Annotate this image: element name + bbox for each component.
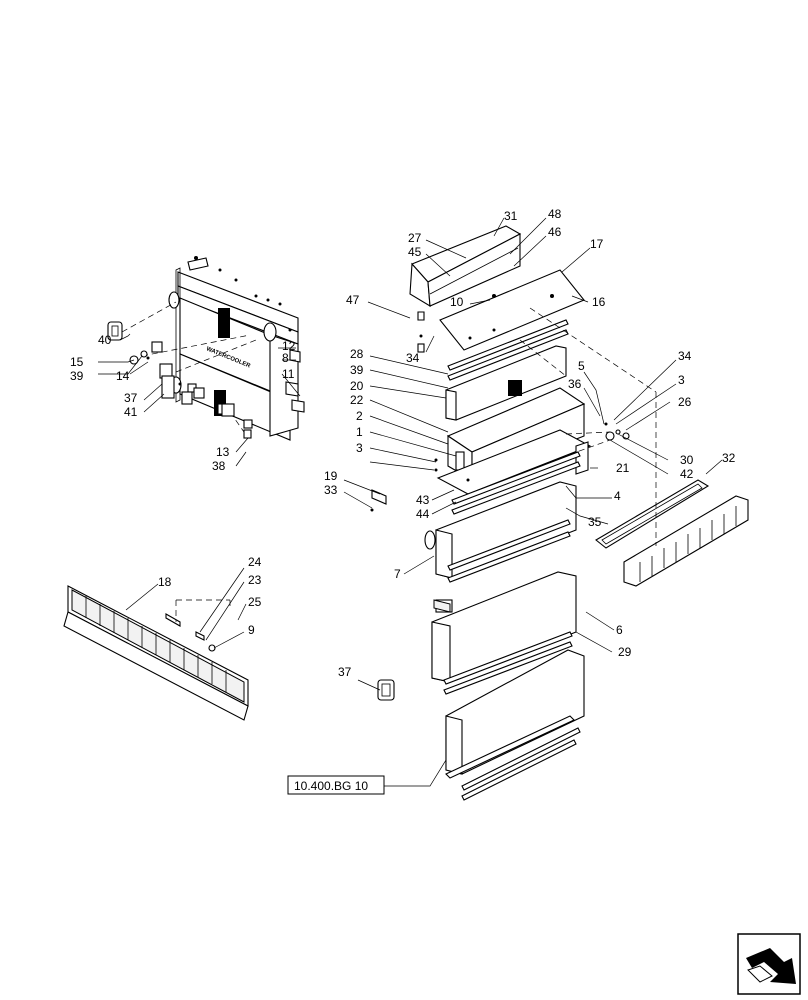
next-page-arrow-icon[interactable] — [737, 933, 801, 995]
callout-21: 21 — [616, 461, 630, 475]
callout-5: 5 — [578, 359, 585, 373]
callout-20: 20 — [350, 379, 364, 393]
callout-38: 38 — [212, 459, 226, 473]
callout-19: 19 — [324, 469, 338, 483]
callout-18: 18 — [158, 575, 172, 589]
callout-3a: 3 — [356, 441, 363, 455]
callout-43: 43 — [416, 493, 430, 507]
callout-4: 4 — [614, 489, 621, 503]
callout-8: 8 — [282, 351, 289, 365]
front-grille — [63, 585, 249, 721]
loose-parts — [370, 311, 438, 701]
callout-30: 30 — [680, 453, 694, 467]
callout-42: 42 — [680, 467, 694, 481]
callout-17: 17 — [590, 237, 604, 251]
cooler-stack — [409, 225, 592, 801]
callout-23: 23 — [248, 573, 262, 587]
callout-labels: 40 15 39 14 37 41 12 8 11 13 38 18 24 23… — [70, 207, 736, 679]
callout-6: 6 — [616, 623, 623, 637]
callout-48: 48 — [548, 207, 562, 221]
reference-link[interactable]: 10.400.BG 10 — [287, 775, 385, 795]
callout-9: 9 — [248, 623, 255, 637]
callout-34a: 34 — [406, 351, 420, 365]
callout-33: 33 — [324, 483, 338, 497]
callout-29: 29 — [618, 645, 632, 659]
callout-2: 2 — [356, 409, 363, 423]
callout-16: 16 — [592, 295, 606, 309]
callout-26: 26 — [678, 395, 692, 409]
callout-46: 46 — [548, 225, 562, 239]
callout-41: 41 — [124, 405, 138, 419]
callout-44: 44 — [416, 507, 430, 521]
leader-lines — [98, 217, 723, 787]
callout-10: 10 — [450, 295, 464, 309]
callout-11: 11 — [282, 367, 295, 381]
callout-22: 22 — [350, 393, 364, 407]
radiator-assembly: WATERCOOLER — [107, 256, 305, 441]
callout-25: 25 — [248, 595, 262, 609]
reference-label: 10.400.BG 10 — [294, 779, 368, 793]
callout-28: 28 — [350, 347, 364, 361]
callout-36: 36 — [568, 377, 582, 391]
callout-39b: 39 — [350, 363, 364, 377]
callout-37a: 37 — [124, 391, 138, 405]
callout-47: 47 — [346, 293, 360, 307]
callout-13: 13 — [216, 445, 230, 459]
callout-37b: 37 — [338, 665, 352, 679]
callout-24: 24 — [248, 555, 262, 569]
callout-39a: 39 — [70, 369, 84, 383]
callout-15: 15 — [70, 355, 84, 369]
callout-14: 14 — [116, 369, 130, 383]
callout-32: 32 — [722, 451, 736, 465]
callout-27: 27 — [408, 231, 422, 245]
callout-40: 40 — [98, 333, 112, 347]
callout-34b: 34 — [678, 349, 692, 363]
callout-12: 12 — [282, 339, 296, 353]
callout-1: 1 — [356, 425, 363, 439]
callout-35: 35 — [588, 515, 602, 529]
callout-3b: 3 — [678, 373, 685, 387]
callout-31: 31 — [504, 209, 518, 223]
callout-7: 7 — [394, 567, 401, 581]
callout-45: 45 — [408, 245, 422, 259]
